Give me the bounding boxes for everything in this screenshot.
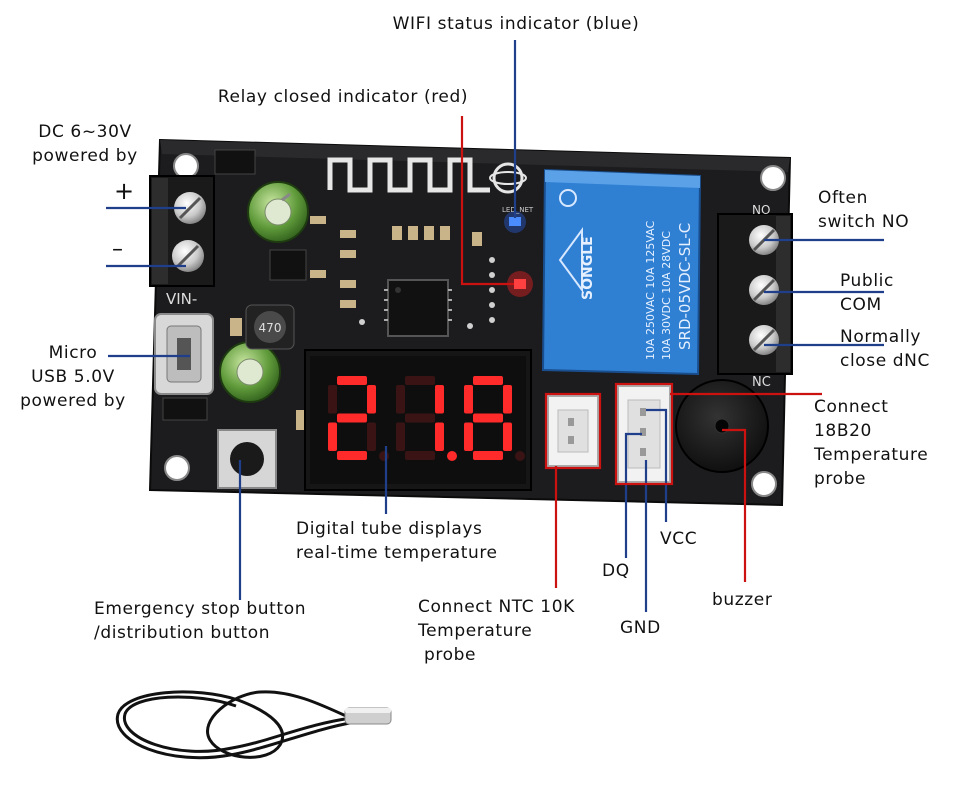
inductor: 470	[245, 304, 295, 350]
digit-0-segment-g	[337, 413, 367, 423]
connect18-label-line2: 18B20	[814, 421, 872, 441]
transistor-chip	[269, 249, 307, 281]
digit-2-segment-d	[473, 451, 503, 460]
public-label-line1: Public	[840, 271, 894, 291]
connect18-label-line1: Connect	[814, 397, 889, 417]
callout-lines-red	[460, 116, 822, 588]
relay-brand-print: SONGLE	[580, 236, 596, 300]
ntc-connector	[547, 395, 599, 467]
usb-label-line1: Micro	[48, 343, 98, 363]
dc-power-label-line1: DC 6~30V	[38, 122, 132, 142]
relay-model-print: SRD-05VDC-SL-C	[676, 223, 694, 350]
relay-spec2-print: 10A 30VDC 10A 28VDC	[660, 231, 673, 360]
output-terminal-block	[717, 213, 793, 375]
digit-1-segment-b	[435, 385, 444, 414]
digit-2-segment-e	[464, 422, 473, 451]
callout-lines-blue	[106, 40, 884, 612]
dq-label: DQ	[602, 561, 630, 581]
relay-module: SONGLE SRD-05VDC-SL-C 10A 250VAC 10A 125…	[541, 168, 702, 376]
connect18-label-line3: Temperature	[814, 445, 929, 465]
digit-2-segment-f	[464, 385, 473, 414]
led-blue-wifi	[504, 211, 526, 233]
relay-spec1-print: 10A 250VAC 10A 125VAC	[644, 220, 657, 360]
digit-0-segment-a	[337, 376, 367, 385]
digit-1-segment-e	[396, 422, 405, 451]
led-red-relay	[507, 271, 533, 297]
usb-label-line3: powered by	[20, 391, 126, 411]
often-label-line1: Often	[818, 188, 868, 208]
push-button	[217, 429, 277, 489]
relay-indicator-label: Relay closed indicator (red)	[217, 87, 469, 107]
temperature-probe-tip	[344, 707, 392, 725]
nc-print: NC	[752, 375, 771, 390]
emergency-label-line2: /distribution button	[94, 623, 271, 643]
buzzer-label: buzzer	[712, 590, 773, 610]
pcb-vias	[359, 257, 495, 329]
mounting-holes	[164, 153, 786, 497]
no-print: NO	[752, 203, 770, 217]
smd-components	[230, 216, 482, 430]
display-digits	[328, 376, 525, 461]
usb-label-line2: USB 5.0V	[31, 367, 115, 387]
digit-1-segment-g	[405, 413, 435, 423]
inductor-text: 470	[259, 321, 282, 335]
mcu-chip	[384, 279, 452, 337]
power-terminal-block	[149, 175, 215, 287]
digit-2-segment-g	[473, 413, 503, 423]
digital-tube-label-line2: real-time temperature	[296, 543, 498, 563]
capacitor-top	[247, 181, 309, 243]
often-label-line2: switch NO	[818, 212, 910, 232]
micro-usb-port	[154, 313, 214, 395]
digit-1-decimal-point	[447, 451, 457, 461]
digit-0-segment-b	[367, 385, 376, 414]
digit-0-segment-c	[367, 422, 376, 451]
digit-0-segment-e	[328, 422, 337, 451]
digit-2-decimal-point	[515, 451, 525, 461]
vcc-label: VCC	[660, 529, 698, 549]
dc-power-label-line2: powered by	[32, 146, 138, 166]
digital-tube-label-line1: Digital tube displays	[296, 519, 483, 539]
emergency-label-line1: Emergency stop button	[94, 599, 307, 619]
wifi-antenna-trace	[327, 157, 527, 194]
diode-chip	[162, 397, 208, 421]
digit-0-segment-d	[337, 451, 367, 460]
seven-segment-display	[304, 349, 532, 491]
temperature-probe-cable	[115, 690, 356, 760]
gnd-label: GND	[620, 618, 661, 638]
connect18-label-line4: probe	[814, 469, 867, 489]
led-net-print: LED_NET	[502, 206, 534, 214]
digit-0-decimal-point	[379, 451, 389, 461]
digit-1-segment-a	[405, 376, 435, 385]
digit-1-segment-d	[405, 451, 435, 460]
regulator-chip	[214, 149, 256, 175]
digit-2-segment-c	[503, 422, 512, 451]
digit-1-segment-f	[396, 385, 405, 414]
wifi-indicator-label: WIFI status indicator (blue)	[392, 14, 640, 34]
digit-2-segment-a	[473, 376, 503, 385]
digit-0-segment-f	[328, 385, 337, 414]
normally-label-line2: close dNC	[840, 351, 930, 371]
vin-print: VIN-	[166, 290, 197, 308]
ntc-label-line3: probe	[424, 645, 477, 665]
ntc-label-line1: Connect NTC 10K	[418, 597, 575, 617]
minus-label: –	[112, 237, 124, 262]
digit-1-segment-c	[435, 422, 444, 451]
public-label-line2: COM	[840, 295, 882, 315]
digit-2-segment-b	[503, 385, 512, 414]
plus-label: +	[114, 177, 135, 205]
normally-label-line1: Normally	[840, 327, 922, 347]
capacitor-bottom	[219, 341, 281, 403]
ntc-label-line2: Temperature	[418, 621, 533, 641]
